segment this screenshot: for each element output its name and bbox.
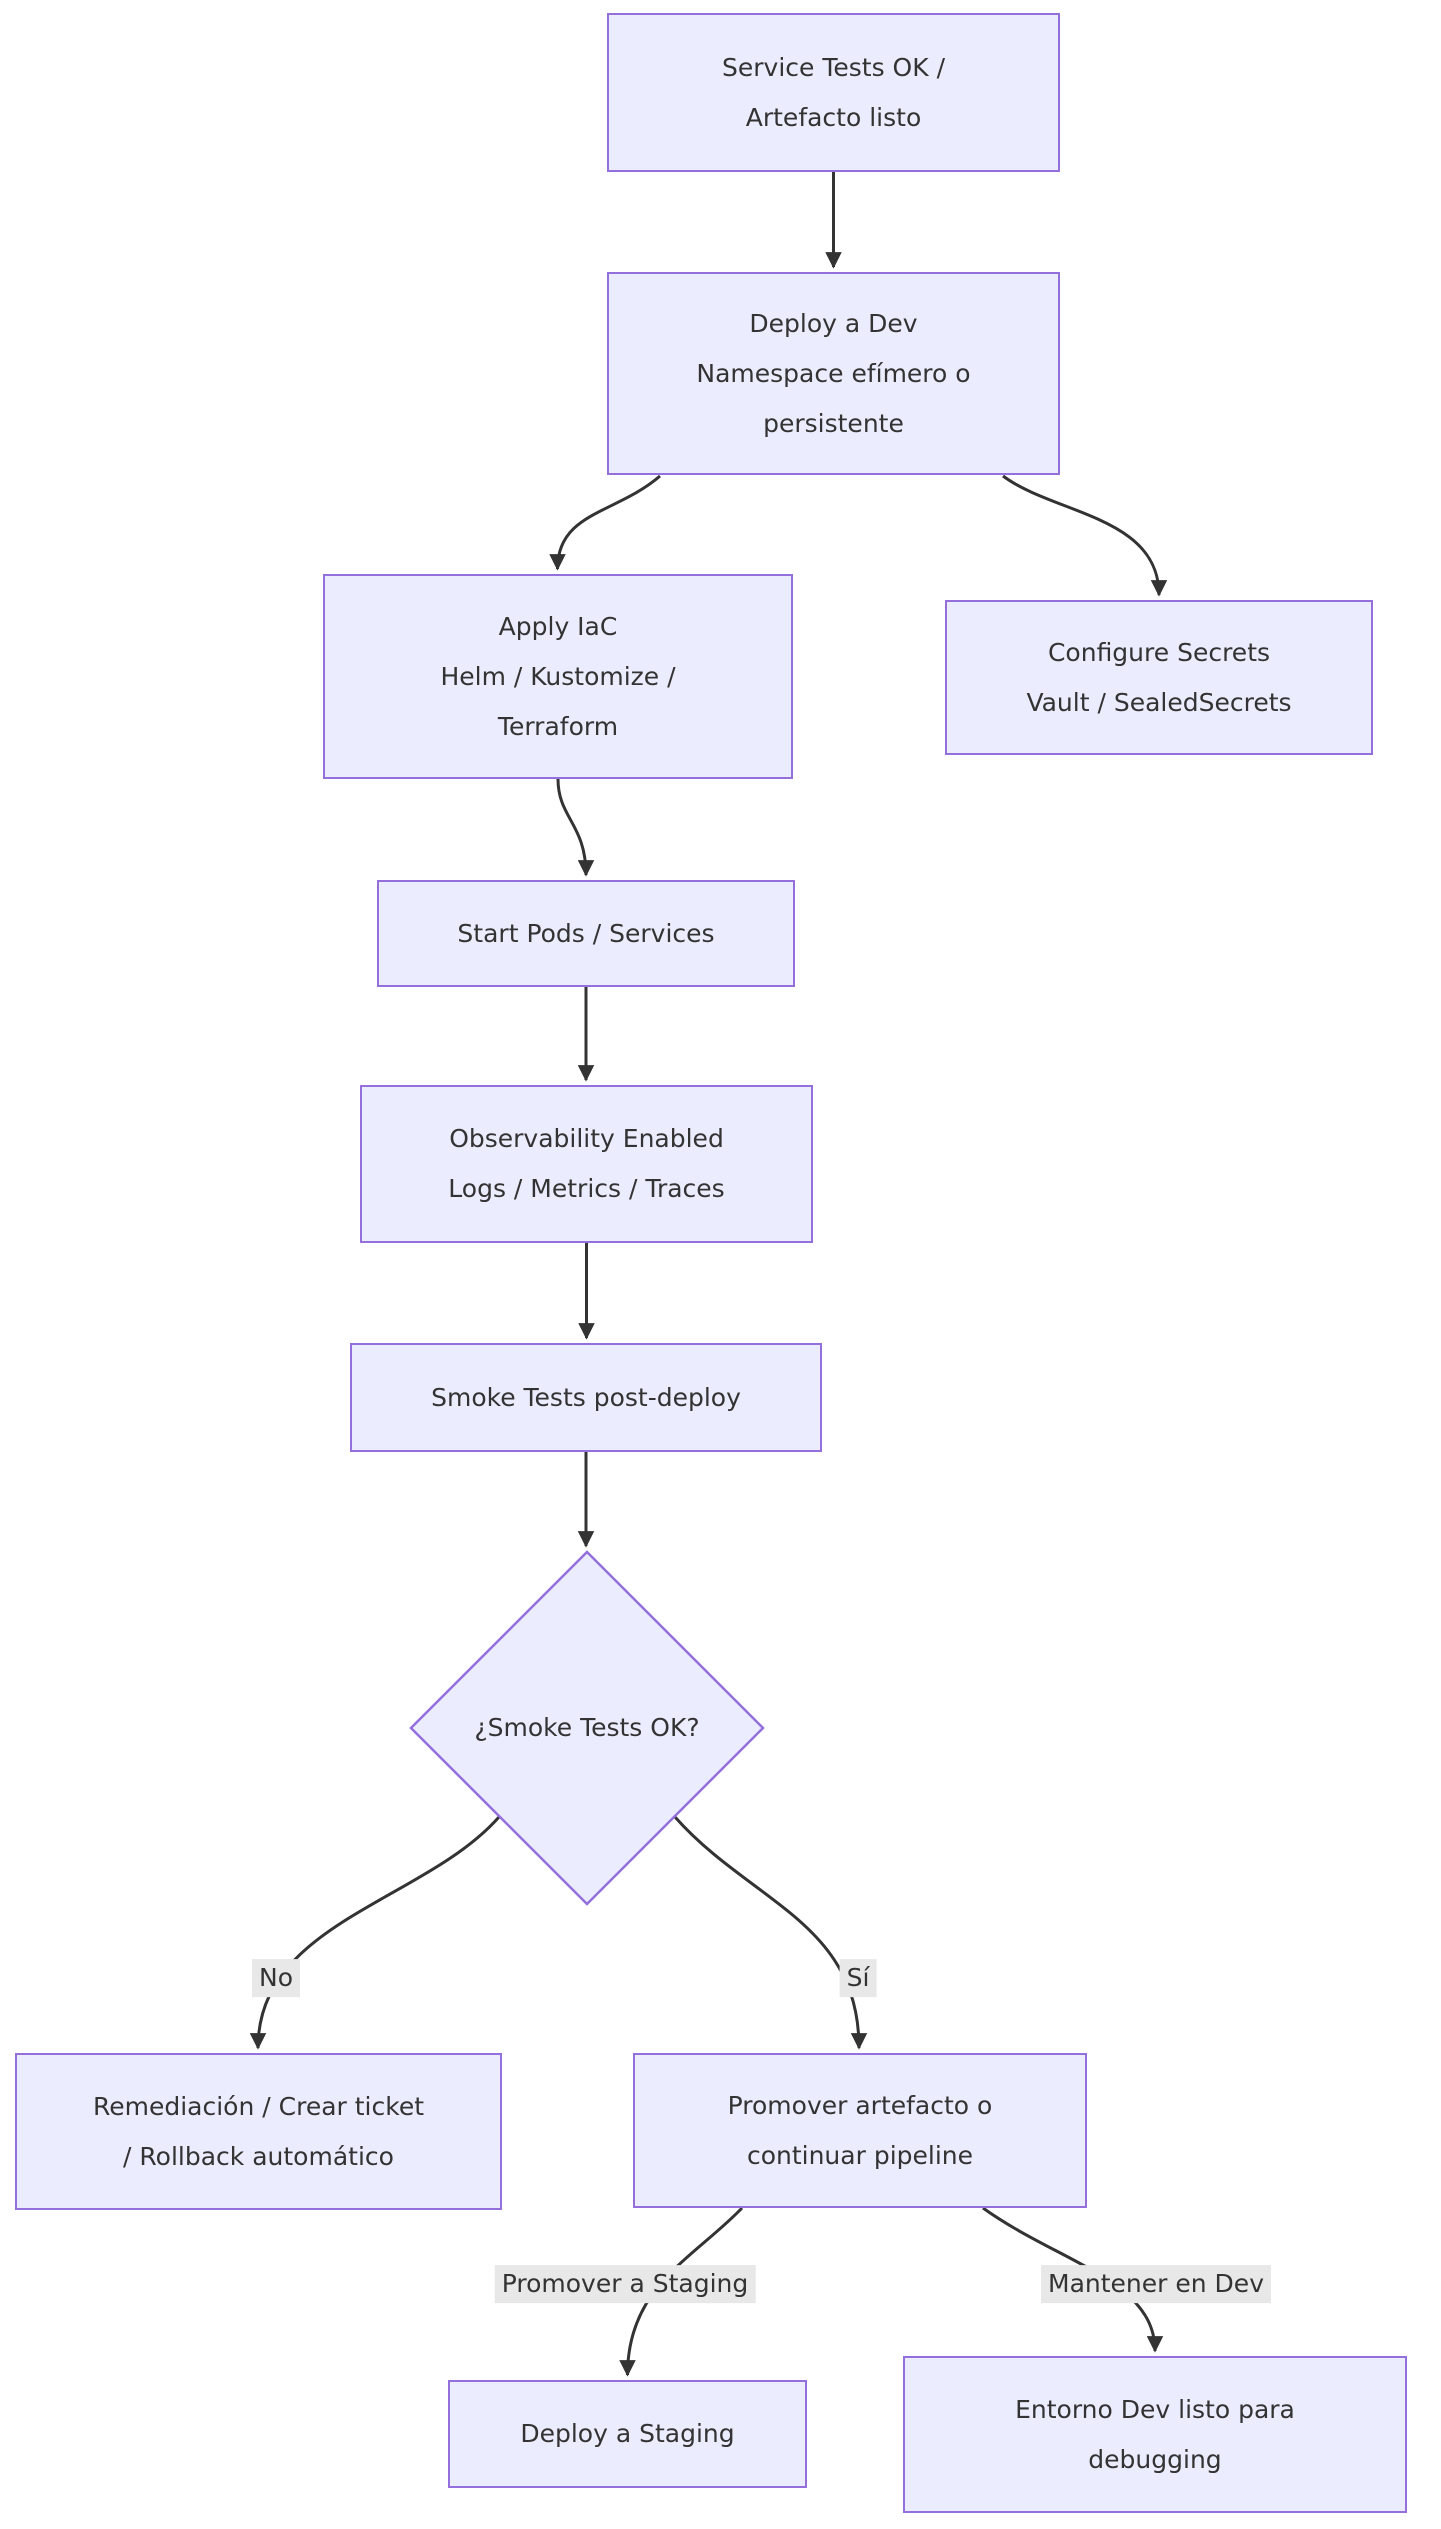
node-apply-iac: Apply IaC Helm / Kustomize / Terraform bbox=[323, 574, 793, 779]
node-deploy-staging: Deploy a Staging bbox=[448, 2380, 807, 2488]
edge-label-promover-a-staging: Promover a Staging bbox=[494, 2265, 756, 2303]
edge-decision-no bbox=[249, 1816, 501, 2050]
node-promote-artifact: Promover artefacto o continuar pipeline bbox=[633, 2053, 1087, 2208]
node-observability-enabled: Observability Enabled Logs / Metrics / T… bbox=[360, 1085, 813, 1243]
node-service-tests-ok: Service Tests OK / Artefacto listo bbox=[607, 13, 1060, 172]
node-configure-secrets: Configure Secrets Vault / SealedSecrets bbox=[945, 600, 1373, 755]
node-remediation-rollback: Remediación / Crear ticket / Rollback au… bbox=[15, 2053, 502, 2210]
node-smoke-tests-post-deploy: Smoke Tests post-deploy bbox=[350, 1343, 822, 1452]
edge-decision-si bbox=[673, 1816, 868, 2050]
edge-label-no: No bbox=[252, 1959, 300, 1997]
decision-diamond-shape bbox=[409, 1550, 765, 1906]
node-start-pods-services: Start Pods / Services bbox=[377, 880, 795, 987]
node-smoke-tests-decision-label: ¿Smoke Tests OK? bbox=[474, 1713, 700, 1742]
edge-deploy-to-apply-iac bbox=[549, 474, 661, 571]
node-deploy-dev-namespace: Deploy a Dev Namespace efímero o persist… bbox=[607, 272, 1060, 475]
node-dev-env-ready: Entorno Dev listo para debugging bbox=[903, 2356, 1407, 2513]
edge-label-si: Sí bbox=[839, 1959, 877, 1997]
edge-label-mantener-en-dev: Mantener en Dev bbox=[1041, 2265, 1271, 2303]
edge-deploy-to-secrets bbox=[1002, 474, 1168, 597]
edge-apply-iac-to-start-pods bbox=[556, 778, 595, 877]
